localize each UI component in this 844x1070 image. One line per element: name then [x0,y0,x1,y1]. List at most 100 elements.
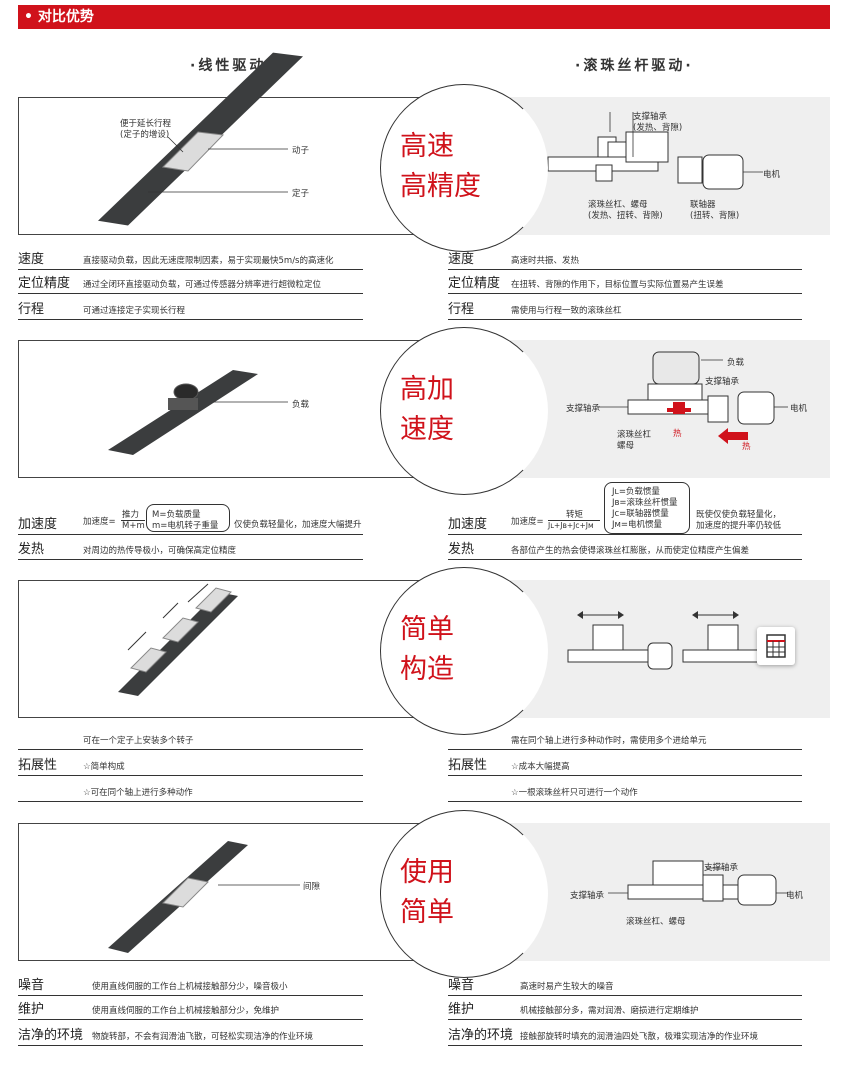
stroke-label-right: 行程 [448,302,475,317]
speed-row-right: 速度 高速时共振、发热 [448,248,802,270]
accel-label-right: 加速度 [448,517,488,532]
linear-motor-illustration-1 [98,52,303,226]
badge-circle-1 [380,84,548,252]
accel-den-right: Jʟ+Jʙ+Jᴄ+Jᴍ [548,521,594,530]
heat-row-right: 发热 各部位产生的热会使得滚珠丝杠膨胀，从而使定位精度产生偏差 [448,538,802,560]
clean-desc: 物旋转部，不会有润滑油飞散，可轻松实现洁净的作业环境 [92,1032,314,1042]
linear-motor-illustration-3 [118,583,238,696]
screw-annotation-2: 滚珠丝杠 [617,430,652,440]
clean-label: 洁净的环境 [18,1028,84,1043]
badge-circle-2 [380,327,548,495]
heat-label: 发热 [18,542,45,557]
extend-right-3: ☆一根滚珠丝杆只可进行一个动作 [511,788,638,798]
load-annotation-right: 负载 [727,358,745,368]
position-desc: 通过全闭环直接驱动负载，可通过传感器分辨率进行超微粒定位 [83,280,322,290]
badge-circle-3 [380,567,548,735]
position-row-left: 定位精度 通过全闭环直接驱动负载，可通过传感器分辨率进行超微粒定位 [18,272,363,294]
extend-label: 拓展性 [18,758,58,773]
heat-annotation-2: 热 [742,442,751,452]
screw-annotation: 滚珠丝杠、螺母 [588,200,648,210]
speed-desc: 直接驱动负载，因此无速度限制因素，易于实现最快5m/s的高速化 [83,256,334,266]
badge-line-8: 简单 [400,897,454,928]
badge-circle-4 [380,810,548,978]
nut-annotation-2: 螺母 [617,441,635,451]
inertia-bracket [604,482,690,534]
mass-m1: M=负载质量 [152,510,201,520]
badge-line-2: 高精度 [400,171,481,202]
maintenance-desc-right: 机械接触部分多，需对润滑、磨损进行定期维护 [520,1006,699,1016]
clean-desc-right: 接触部旋转时填充的润滑油四处飞散，极难实现洁净的作业环境 [520,1032,759,1042]
inertia-j2: Jʙ=滚珠丝杆惯量 [612,498,678,508]
bearing-annotation: 支撑轴承 [633,112,668,122]
accel-prefix: 加速度= [83,517,116,527]
motor-annotation-4: 电机 [786,891,804,901]
badge-line-6: 构造 [400,654,454,685]
position-label: 定位精度 [18,276,71,291]
heat-label-right: 发热 [448,542,475,557]
accel-row-left: 加速度 [18,513,363,535]
inertia-j1: Jʟ=负载惯量 [612,487,660,497]
extend-right-1: 需在同个轴上进行多种动作时，需使用多个进给单元 [511,736,707,746]
fraction-bar-right [548,520,600,521]
mover-annotation: 动子 [292,146,310,156]
position-row-right: 定位精度 在扭转、背隙的作用下，目标位置与实际位置易产生误差 [448,272,802,294]
position-label-right: 定位精度 [448,276,501,291]
mass-bracket [146,504,230,532]
load-annotation: 负载 [292,400,310,410]
extend-left-1: 可在一个定子上安装多个转子 [83,736,194,746]
extend-row-2-left: 拓展性 ☆简单构成 [18,754,363,776]
inertia-j3: Jᴄ=联轴器惯量 [612,509,669,519]
extend-sub-annotation: (定子的增设) [120,130,170,140]
linear-panel-1 [18,97,448,235]
noise-row-left: 噪音 使用直线伺服的工作台上机械接触部分少，噪音极小 [18,974,363,996]
stroke-label: 行程 [18,302,45,317]
maintenance-label-right: 维护 [448,1002,475,1017]
noise-row-right: 噪音 高速时易产生较大的噪音 [448,974,802,996]
motor-annotation-2: 电机 [790,404,808,414]
bearing-annotation-2a: 支撑轴承 [566,404,601,414]
extend-row-3-right: ☆一根滚珠丝杆只可进行一个动作 [448,780,802,802]
bearing-annotation-4b: 支撑轴承 [704,863,739,873]
stroke-row-right: 行程 需使用与行程一致的滚珠丝杠 [448,298,802,320]
stroke-desc-right: 需使用与行程一致的滚珠丝杠 [511,306,622,316]
speed-label: 速度 [18,252,45,267]
accel-den: M+m [122,521,145,531]
coupling-annotation: 联轴器 [690,200,716,210]
stator-annotation: 定子 [292,189,310,199]
extend-label-right: 拓展性 [448,758,488,773]
screw-annotation-4: 滚珠丝杠、螺母 [626,917,686,927]
extend-row-1-left: 可在一个定子上安装多个转子 [18,728,363,750]
ballscrew-illustration-4 [608,860,788,906]
accel-row-right: 加速度 [448,513,802,535]
extend-row-1-right: 需在同个轴上进行多种动作时，需使用多个进给单元 [448,728,802,750]
bearing-annotation-4a: 支撑轴承 [570,891,605,901]
extend-row-3-left: ☆可在同个轴上进行多种动作 [18,780,363,802]
bearing-annotation-2b: 支撑轴承 [705,377,740,387]
calculator-button[interactable] [757,627,795,665]
position-desc-right: 在扭转、背隙的作用下，目标位置与实际位置易产生误差 [511,280,724,290]
ballscrew-illustration-2 [598,351,788,444]
accel-note-right-1: 既使仅使负载轻量化， [696,510,782,520]
noise-desc-right: 高速时易产生较大的噪音 [520,982,614,992]
screw-sub-annotation: (发热、扭转、背隙) [588,211,663,221]
clean-label-right: 洁净的环境 [448,1028,514,1043]
motor-annotation: 电机 [763,170,781,180]
stroke-row-left: 行程 可通过连接定子实现长行程 [18,298,363,320]
maintenance-desc: 使用直线伺服的工作台上机械接触部分少，免维护 [92,1006,280,1016]
mass-m2: m=电机转子重量 [152,521,219,531]
stroke-desc: 可通过连接定子实现长行程 [83,306,186,316]
accel-label: 加速度 [18,517,58,532]
speed-label-right: 速度 [448,252,475,267]
coupling-sub-annotation: (扭转、背隙) [690,211,740,221]
gap-annotation: 间隙 [303,882,321,892]
clean-row-left: 洁净的环境 物旋转部，不会有润滑油飞散，可轻松实现洁净的作业环境 [18,1024,363,1046]
noise-desc: 使用直线伺服的工作台上机械接触部分少，噪音极小 [92,982,288,992]
badge-line-5: 简单 [400,614,454,645]
badge-line-3: 高加 [400,374,454,405]
badge-line-1: 高速 [400,131,454,162]
extend-right-2: ☆成本大幅提高 [511,762,570,772]
badge-line-4: 速度 [400,414,454,445]
linear-panel-3 [18,580,448,718]
section-header: • 对比优势 [18,5,830,29]
maintenance-row-right: 维护 机械接触部分多，需对润滑、磨损进行定期维护 [448,998,802,1020]
